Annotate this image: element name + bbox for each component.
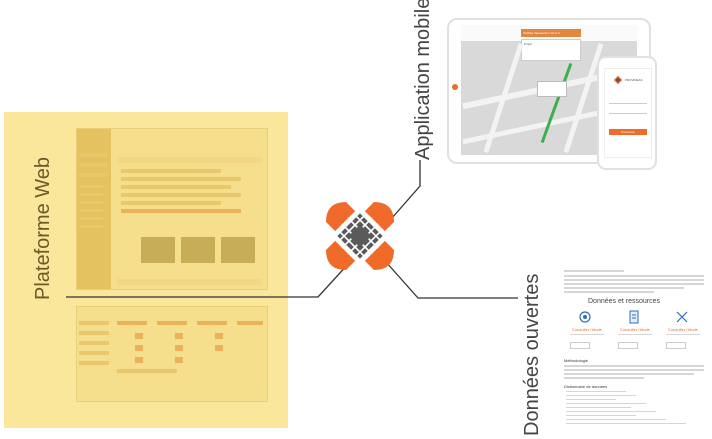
- phone-password-field[interactable]: [609, 109, 647, 114]
- web-screenshot-bottom: [76, 306, 268, 402]
- tablet-home-button: [452, 84, 458, 90]
- resource-card: Consulter l'étude: [614, 310, 654, 352]
- resource-link[interactable]: Consulter l'étude: [668, 327, 698, 332]
- phone-logo-icon: [613, 75, 623, 85]
- resource-link[interactable]: Consulter l'étude: [620, 327, 650, 332]
- resource-link[interactable]: Consulter l'étude: [572, 327, 602, 332]
- central-chip-logo: [326, 202, 394, 270]
- tablet-dropdown[interactable]: Vérifiée Intersection 12 et 3: [521, 29, 581, 37]
- phone-login-label: Connexion: [620, 130, 636, 134]
- tablet-dropdown-selected: Vérifiée Intersection 12 et 3: [523, 31, 560, 35]
- phone-device: PROVIDEAS Connexion: [597, 56, 657, 170]
- data-resources-title: Données et ressources: [588, 298, 660, 305]
- data-doc-icon: [629, 310, 639, 324]
- phone-brand: PROVIDEAS: [625, 78, 643, 82]
- dictionary-title: Dictionnaire de données: [564, 384, 608, 389]
- data-map-icon: [676, 311, 688, 323]
- resource-card: Consulter l'étude: [566, 310, 606, 352]
- tablet-dropdown-menu: Projet: [521, 39, 581, 61]
- data-globe-icon: [579, 311, 591, 323]
- methodology-title: Méthodologie: [564, 358, 589, 363]
- resource-card: Consulter l'étude: [662, 310, 702, 352]
- open-data-document: Données et ressources Consulter l'étude …: [560, 262, 708, 434]
- web-platform-panel: [4, 112, 288, 428]
- phone-email-field[interactable]: [609, 99, 647, 104]
- tablet-dropdown-option[interactable]: Projet: [524, 42, 532, 46]
- phone-login-button[interactable]: Connexion: [609, 129, 647, 135]
- web-screenshot-top: [76, 128, 268, 290]
